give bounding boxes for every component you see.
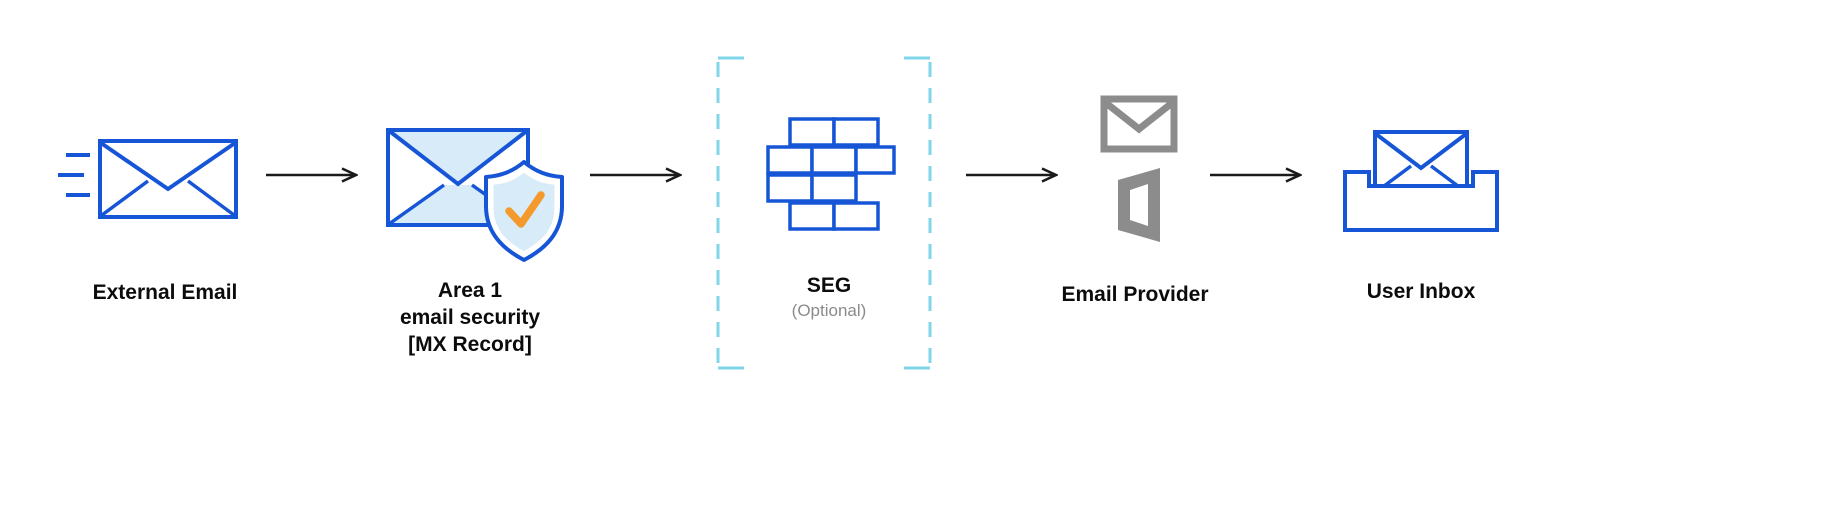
- arrow-2-icon: [590, 167, 683, 188]
- external-envelope-icon: [98, 139, 238, 224]
- speed-lines-icon: [58, 153, 90, 197]
- external-email-label: External Email: [92, 281, 238, 304]
- user-inbox-icon: [1343, 128, 1499, 239]
- seg-label-block: SEG (Optional): [744, 272, 914, 323]
- office-icon: [1104, 166, 1168, 249]
- email-provider-label: Email Provider: [1061, 283, 1209, 306]
- area1-label-line1: Area 1: [437, 279, 503, 302]
- seg-sublabel: (Optional): [791, 301, 867, 320]
- area1-label-line3: [MX Record]: [408, 333, 532, 356]
- seg-dashed-border: [716, 56, 932, 375]
- firewall-icon: [766, 117, 896, 238]
- area1-envelope-shield-icon: [386, 128, 564, 262]
- area1-label: Area 1 email security [MX Record]: [360, 277, 580, 358]
- shield-icon: [484, 160, 564, 262]
- inbox-tray-icon: [1343, 170, 1499, 232]
- arrow-1-icon: [266, 167, 359, 188]
- node-area1: [386, 128, 566, 268]
- seg-label: SEG: [806, 274, 852, 297]
- area1-label-line2: email security: [399, 306, 541, 329]
- arrow-4-icon: [1210, 167, 1303, 188]
- checkmark-icon: [505, 191, 545, 228]
- gmail-icon: [1100, 95, 1178, 158]
- node-external-email: [58, 151, 94, 208]
- user-inbox-label: User Inbox: [1366, 280, 1476, 303]
- inbox-envelope-icon: [1373, 130, 1469, 196]
- arrow-3-icon: [966, 167, 1059, 188]
